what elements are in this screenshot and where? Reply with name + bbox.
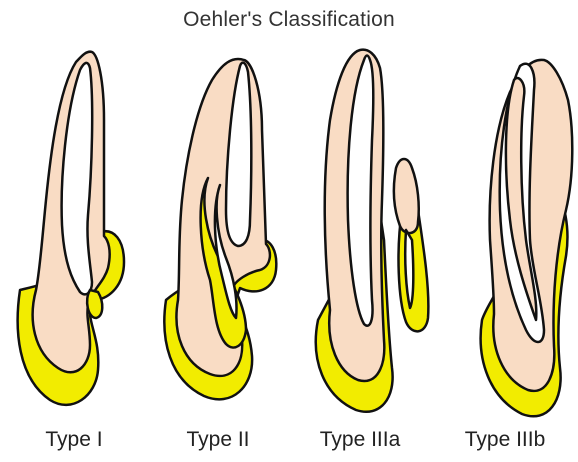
tooth-type-2 bbox=[164, 59, 276, 399]
type-3b-label: Type IIIb bbox=[445, 428, 565, 452]
type-1-invagination-tip bbox=[87, 290, 102, 318]
tooth-type-1 bbox=[18, 52, 124, 405]
tooth-type-3a bbox=[316, 50, 429, 412]
type-3a-lateral-tooth bbox=[394, 159, 419, 233]
type-1-label: Type I bbox=[14, 428, 134, 452]
type-2-label: Type II bbox=[158, 428, 278, 452]
tooth-type-3b bbox=[481, 60, 573, 416]
type-3a-label: Type IIIa bbox=[300, 428, 420, 452]
